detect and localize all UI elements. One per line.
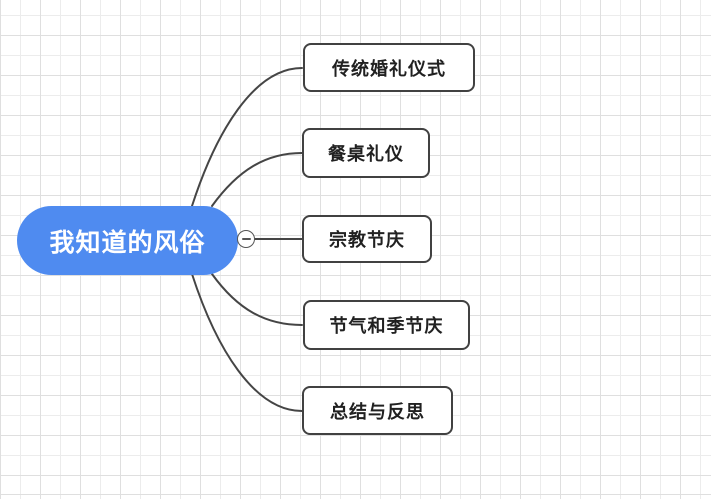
root-node[interactable]: 我知道的风俗 <box>17 206 238 275</box>
branch-line <box>191 67 303 207</box>
branch-line <box>211 152 303 207</box>
child-node[interactable]: 节气和季节庆 <box>303 300 470 350</box>
child-node[interactable]: 宗教节庆 <box>302 215 432 263</box>
child-node-label: 传统婚礼仪式 <box>332 58 446 79</box>
branch-line <box>211 273 303 326</box>
root-node-label: 我知道的风俗 <box>49 228 206 257</box>
child-node-label: 餐桌礼仪 <box>328 144 404 164</box>
child-node[interactable]: 传统婚礼仪式 <box>303 43 475 92</box>
child-node-label: 节气和季节庆 <box>329 316 444 336</box>
child-node[interactable]: 总结与反思 <box>302 386 453 435</box>
child-node-label: 宗教节庆 <box>329 230 405 250</box>
branch-line <box>191 273 303 412</box>
child-node-label: 总结与反思 <box>330 401 425 422</box>
child-node[interactable]: 餐桌礼仪 <box>302 128 430 178</box>
minus-icon <box>241 238 251 240</box>
collapse-button[interactable] <box>237 230 255 248</box>
